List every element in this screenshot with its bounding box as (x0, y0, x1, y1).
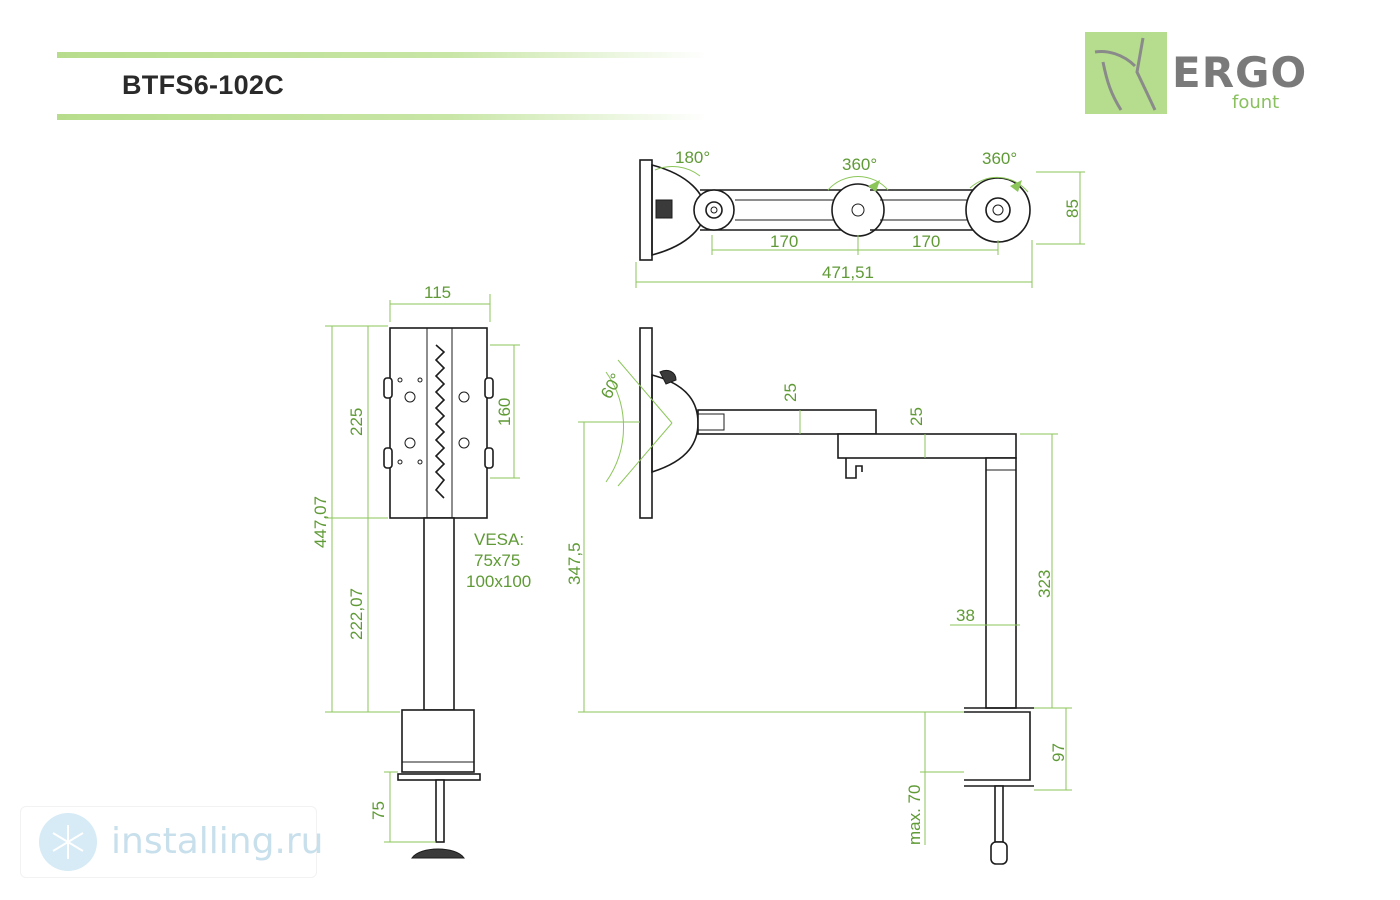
depth-label: 85 (1063, 199, 1082, 218)
clamp-screw-front (435, 779, 445, 843)
top-view: 180° 360° 360° 170 170 471,51 85 (635, 148, 1085, 288)
vesa-size-1: 75x75 (474, 551, 520, 570)
rotation-monitor-label: 180° (675, 148, 710, 167)
tilt-knob-top (655, 199, 673, 219)
header-rule-top (57, 52, 707, 58)
pole-diameter-label: 38 (956, 606, 975, 625)
arm2-length-label: 170 (912, 232, 940, 251)
joint-mid-top (831, 183, 885, 237)
rotation-mid-label: 360° (842, 155, 877, 174)
pole-side (985, 457, 1017, 709)
clamp-block-front (401, 709, 475, 773)
vesa-size-2: 100x100 (466, 572, 531, 591)
clamp-height-label: 75 (369, 801, 388, 820)
pole-front (423, 517, 455, 711)
vesa-span-label: 160 (495, 398, 514, 426)
joint-base-top (965, 177, 1031, 243)
tilt-label: 60° (597, 370, 626, 402)
arm1-length-label: 170 (770, 232, 798, 251)
joint-monitor-top (693, 189, 735, 231)
monitor-height-label: 347,5 (565, 542, 584, 585)
snowflake-badge-icon (39, 813, 97, 871)
vesa-heading: VESA: (474, 530, 524, 549)
brand-logo-icon (1085, 32, 1167, 114)
total-reach-label: 471,51 (822, 263, 874, 282)
desk-thickness-label: max. 70 (905, 785, 924, 845)
pole-height-side-label: 323 (1035, 570, 1054, 598)
total-height-label: 447,07 (311, 496, 330, 548)
arm1-side (697, 409, 877, 435)
model-title: BTFS6-102C (122, 70, 285, 100)
header-rule-bottom (57, 114, 707, 120)
clamp-screw-side (994, 785, 1004, 843)
watermark: installing.ru (20, 806, 323, 878)
mid-knob-side (845, 458, 863, 479)
arm1-height-label: 25 (781, 383, 800, 402)
clamp-depth-label: 97 (1049, 743, 1068, 762)
arm2-height-label: 25 (907, 407, 926, 426)
brand-name: ERGO (1172, 48, 1308, 97)
arm2-side (837, 433, 1017, 459)
front-view: 115 225 447,07 222,07 160 75 VESA: 75x75… (311, 283, 531, 859)
watermark-text: installing.ru (111, 821, 324, 862)
clamp-knob-side (990, 841, 1008, 865)
ratchet-front (434, 344, 446, 499)
brand-sub: fount (1232, 92, 1280, 113)
rotation-arrow-mid-icon (868, 180, 880, 192)
tilt-head-side (651, 373, 699, 474)
head-height-label: 225 (347, 408, 366, 436)
monitor-side (639, 327, 653, 519)
clamp-knob-front (411, 848, 465, 859)
monitor-plate-top (639, 159, 653, 261)
side-view: 60° 25 25 347,5 323 38 97 max. 70 (565, 327, 1072, 865)
rotation-arrow-base-icon (1010, 180, 1022, 192)
clamp-plate-front (397, 773, 481, 781)
front-width-label: 115 (424, 283, 451, 302)
pole-height-label: 222,07 (347, 588, 366, 640)
rotation-base-label: 360° (982, 149, 1017, 168)
clamp-side (964, 711, 1031, 781)
logo-mark-icon (1094, 37, 1157, 111)
